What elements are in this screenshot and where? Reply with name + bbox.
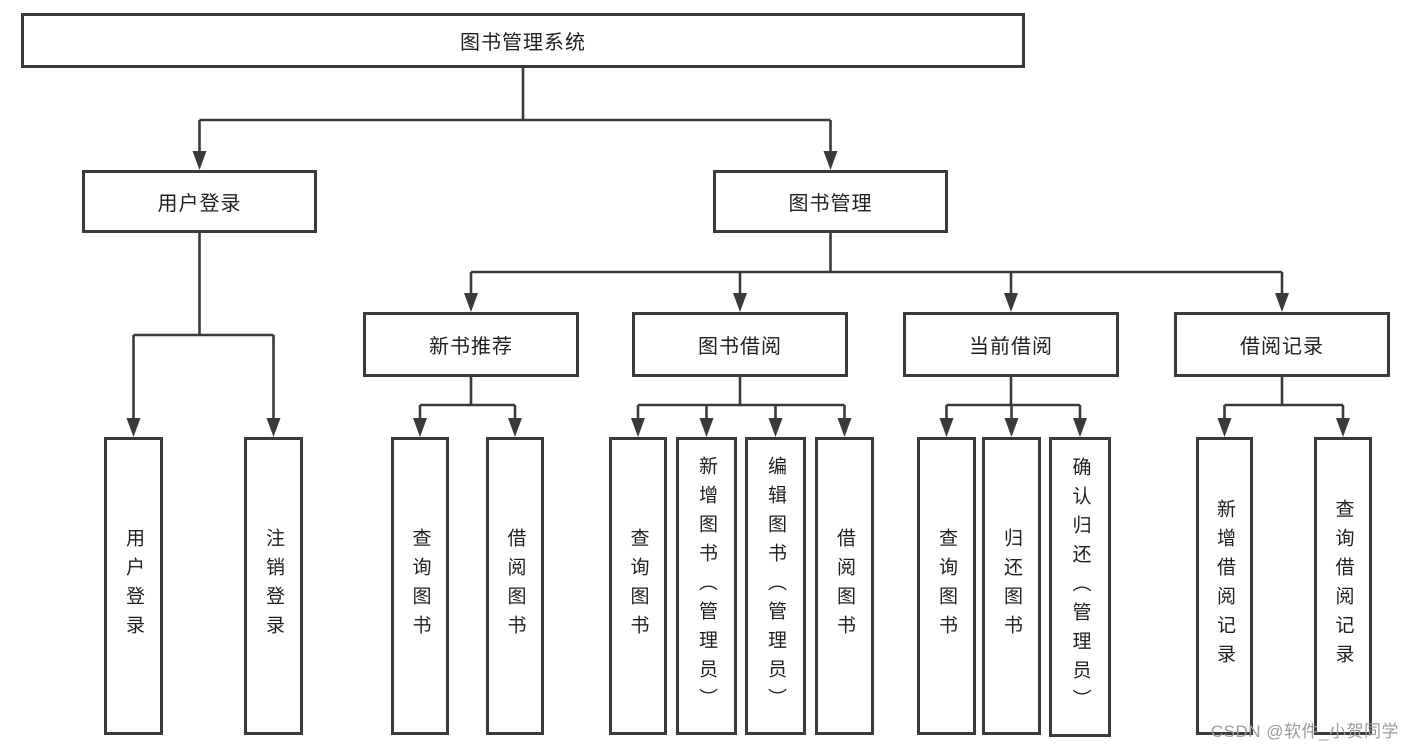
node-user-login: 用户登录: [82, 170, 317, 233]
node-book-management: 图书管理: [713, 170, 948, 233]
leaf-logout: 注销登录: [244, 437, 303, 735]
leaf-query-books-recommendation: 查询图书: [391, 437, 449, 735]
leaf-query-books-borrowing: 查询图书: [609, 437, 667, 735]
leaf-edit-book-admin: 编辑图书（管理员）: [745, 437, 806, 735]
leaf-add-book-admin: 新增图书（管理员）: [676, 437, 737, 735]
leaf-confirm-return-admin: 确认归还（管理员）: [1049, 437, 1111, 737]
node-book-borrowing: 图书借阅: [632, 312, 848, 377]
watermark: CSDN @软件_小贺同学: [1210, 722, 1399, 741]
node-new-book-recommendation: 新书推荐: [363, 312, 579, 377]
leaf-borrow-books-borrowing: 借阅图书: [815, 437, 874, 735]
node-library-management-system: 图书管理系统: [21, 13, 1025, 68]
leaf-user-login: 用户登录: [104, 437, 163, 735]
leaf-query-borrow-record: 查询借阅记录: [1314, 437, 1372, 735]
node-borrowing-records: 借阅记录: [1174, 312, 1390, 377]
leaf-query-books-current: 查询图书: [917, 437, 976, 735]
leaf-borrow-books-recommendation: 借阅图书: [486, 437, 544, 735]
leaf-add-borrow-record: 新增借阅记录: [1196, 437, 1253, 735]
leaf-return-books: 归还图书: [982, 437, 1041, 735]
node-current-borrowing: 当前借阅: [903, 312, 1119, 377]
